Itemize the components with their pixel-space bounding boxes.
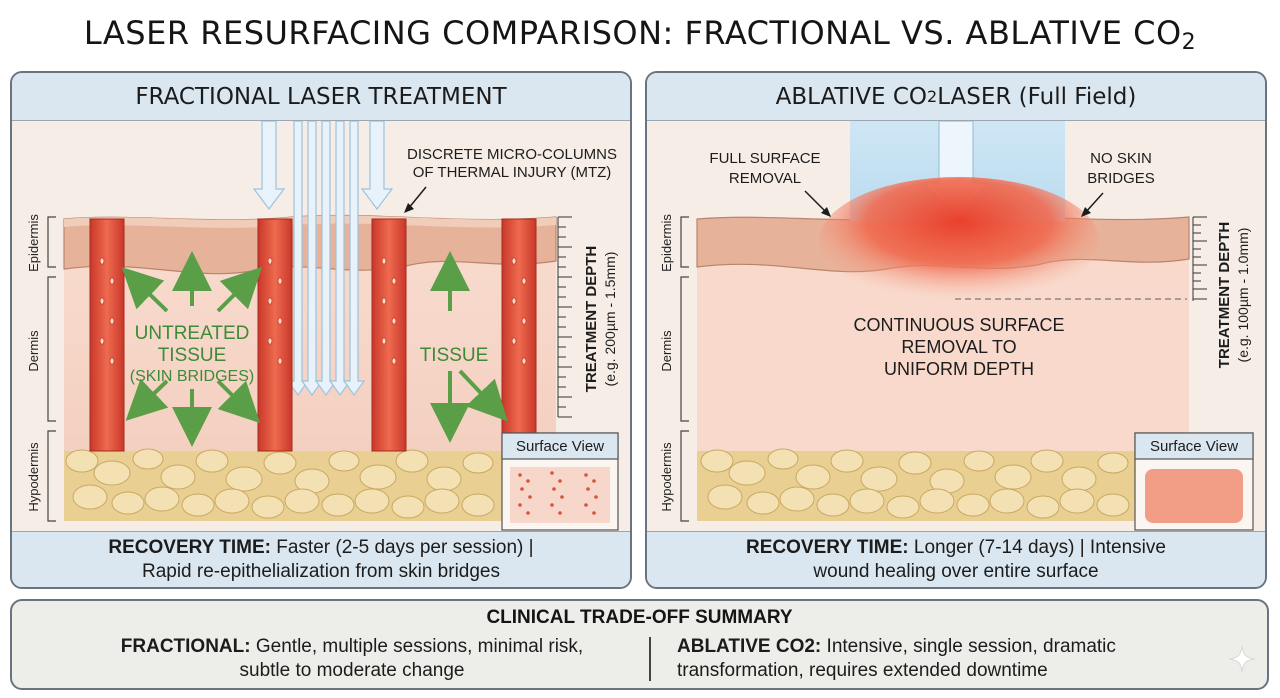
ablative-diagram: FULL SURFACE REMOVAL NO SKIN BRIDGES CON… <box>647 121 1265 534</box>
recovery-label: RECOVERY TIME: <box>108 537 271 558</box>
recovery-text-2: wound healing over entire surface <box>813 561 1099 582</box>
depth-label: TREATMENT DEPTH <box>1216 222 1233 368</box>
surface-view-inset <box>501 432 619 531</box>
skin-bridge-arrows <box>121 251 508 447</box>
recovery-text-1: Faster (2-5 days per session) | <box>270 537 534 558</box>
hypodermis-fat <box>64 448 556 521</box>
summary-fractional-text-2: subtle to moderate change <box>239 660 465 681</box>
summary-fractional-text-1: Gentle, multiple sessions, minimal risk, <box>250 636 584 657</box>
no-bridges-callout-line1: NO SKIN <box>1090 150 1152 167</box>
recovery-label: RECOVERY TIME: <box>746 537 909 558</box>
surface-view-label: Surface View <box>1150 438 1238 455</box>
untreated-label-line2: TISSUE <box>158 345 227 366</box>
layer-label-hypodermis: Hypodermis <box>659 442 674 512</box>
mtz-callout-line2: OF THERMAL INJURY (MTZ) <box>413 164 612 181</box>
laser-beams <box>252 121 394 397</box>
fractional-recovery: RECOVERY TIME: Faster (2-5 days per sess… <box>12 531 630 587</box>
full-surface-callout-line2: REMOVAL <box>729 170 801 187</box>
untreated-label-line3: (SKIN BRIDGES) <box>130 368 254 385</box>
full-surface-callout-line1: FULL SURFACE <box>709 150 820 167</box>
depth-range: (e.g. 100µm - 1.0mm) <box>1235 228 1251 363</box>
untreated-label-line1: UNTREATED <box>135 323 250 344</box>
depth-label: TREATMENT DEPTH <box>583 246 600 392</box>
summary-divider <box>649 637 651 681</box>
summary-ablative: ABLATIVE CO2: Intensive, single session,… <box>677 635 1207 683</box>
mtz-callout-line1: DISCRETE MICRO-COLUMNS <box>407 146 617 163</box>
fractional-panel-heading: FRACTIONAL LASER TREATMENT <box>12 73 630 121</box>
summary-ablative-text-1: Intensive, single session, dramatic <box>821 636 1116 657</box>
fractional-diagram: UNTREATED TISSUE (SKIN BRIDGES) TISSUE D… <box>12 121 630 534</box>
continuous-removal-line1: CONTINUOUS SURFACE <box>853 315 1064 335</box>
tissue-label: TISSUE <box>420 345 489 366</box>
summary-fractional-label: FRACTIONAL: <box>120 636 251 657</box>
surface-view-inset <box>1134 432 1254 531</box>
recovery-text-1: Longer (7-14 days) | Intensive <box>908 537 1166 558</box>
depth-range: (e.g. 200µm - 1.5mm) <box>602 252 618 387</box>
tradeoff-summary: CLINICAL TRADE-OFF SUMMARY FRACTIONAL: G… <box>10 599 1269 690</box>
layer-label-dermis: Dermis <box>26 330 41 372</box>
depth-ruler <box>557 216 572 418</box>
fractional-panel: FRACTIONAL LASER TREATMENT <box>10 71 632 589</box>
layer-label-hypodermis: Hypodermis <box>26 442 41 512</box>
continuous-removal-line2: REMOVAL TO <box>901 337 1016 357</box>
sparkle-icon <box>1228 645 1256 673</box>
layer-brackets <box>47 216 56 522</box>
layer-label-epidermis: Epidermis <box>26 214 41 272</box>
summary-fractional: FRACTIONAL: Gentle, multiple sessions, m… <box>72 635 632 683</box>
layer-brackets <box>680 216 689 522</box>
continuous-removal-line3: UNIFORM DEPTH <box>884 359 1034 379</box>
hypodermis-fat <box>697 448 1189 521</box>
no-bridges-callout-line2: BRIDGES <box>1087 170 1155 187</box>
summary-title: CLINICAL TRADE-OFF SUMMARY <box>486 607 793 628</box>
recovery-text-2: Rapid re-epithelialization from skin bri… <box>141 561 500 582</box>
page-title: LASER RESURFACING COMPARISON: FRACTIONAL… <box>83 14 1197 55</box>
mtz-callout-arrow <box>407 186 427 210</box>
ablation-zone <box>819 177 1099 305</box>
summary-ablative-text-2: transformation, requires extended downti… <box>677 660 1048 681</box>
surface-view-label: Surface View <box>516 438 604 455</box>
ablative-recovery: RECOVERY TIME: Longer (7-14 days) | Inte… <box>647 531 1265 587</box>
summary-ablative-label: ABLATIVE CO2: <box>677 636 822 657</box>
layer-label-epidermis: Epidermis <box>659 214 674 272</box>
depth-ruler <box>1192 216 1207 301</box>
layer-label-dermis: Dermis <box>659 330 674 372</box>
